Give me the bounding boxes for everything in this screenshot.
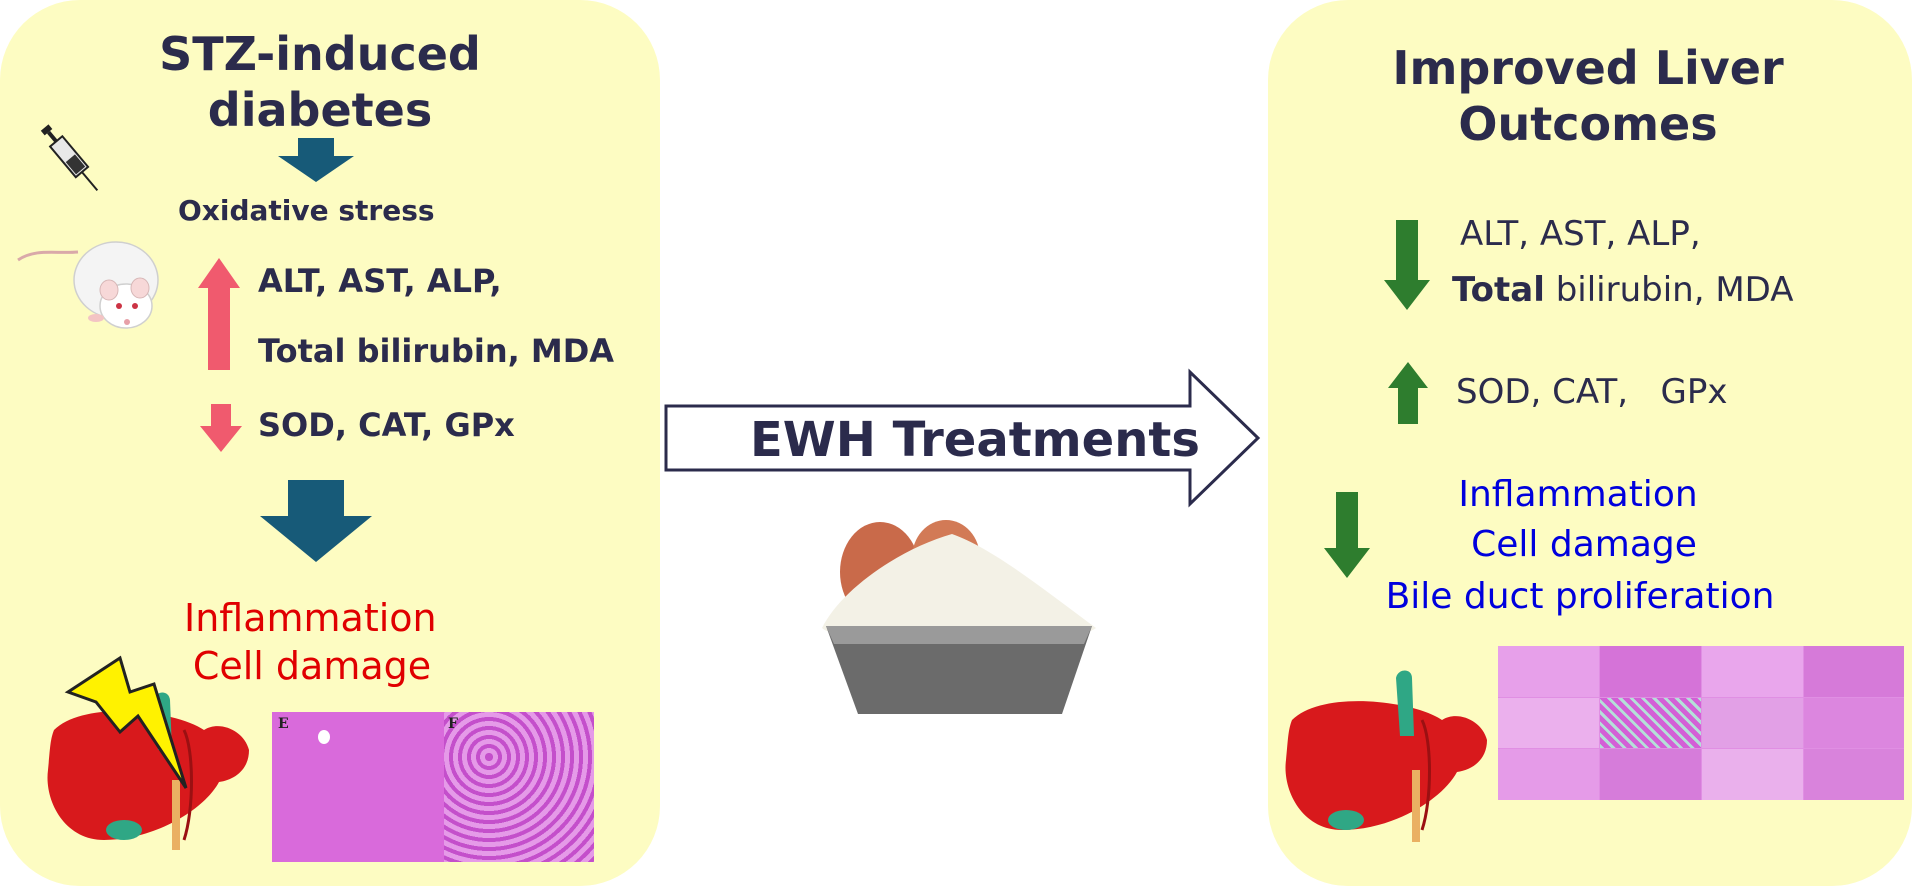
liver-icon-healthy [1285, 670, 1487, 842]
treatment-arrow [664, 368, 1261, 508]
left-title: STZ-induced diabetes [120, 26, 520, 138]
micrograph-label-e: E [278, 716, 289, 732]
right-enzymes-rest: bilirubin, MDA [1544, 270, 1794, 310]
flow-down-arrow-small [278, 138, 354, 182]
right-title-line1: Improved Liver [1392, 41, 1784, 95]
syringe-icon [40, 124, 99, 192]
right-outcome-cell-damage: Cell damage [1471, 524, 1697, 565]
right-enzymes-line2: Total bilirubin, MDA [1452, 270, 1794, 310]
left-enzymes-line2: Total bilirubin, MDA [258, 332, 615, 370]
micrograph-label-f: F [448, 716, 458, 732]
up-arrow-increase-icon [198, 258, 240, 370]
egg-powder-icon [822, 520, 1096, 714]
right-title: Improved Liver Outcomes [1368, 40, 1808, 152]
oxidative-stress-label: Oxidative stress [178, 194, 435, 227]
left-outcome-cell-damage: Cell damage [192, 644, 432, 688]
left-antioxidants: SOD, CAT, GPx [258, 406, 515, 444]
right-title-line2: Outcomes [1458, 97, 1718, 151]
right-outcome-bile-duct: Bile duct proliferation [1385, 576, 1775, 617]
histology-micrograph-f: F [444, 712, 594, 862]
down-arrow-decrease-icon-outcomes [1324, 492, 1370, 578]
liver-icon [47, 692, 249, 850]
down-arrow-decrease-icon [1384, 220, 1430, 310]
right-enzymes-total: Total [1452, 270, 1545, 310]
right-outcome-inflammation: Inflammation [1458, 474, 1698, 515]
rat-icon [17, 241, 159, 329]
treatment-label: EWH Treatments [750, 412, 1200, 468]
lightning-icon [64, 655, 188, 789]
left-enzymes-line1: ALT, AST, ALP, [258, 262, 502, 300]
histology-micrograph-grid [1498, 646, 1904, 800]
right-enzymes-line1: ALT, AST, ALP, [1460, 214, 1701, 254]
up-arrow-increase-icon [1388, 362, 1428, 424]
left-title-line1: STZ-induced [159, 27, 481, 81]
left-title-line2: diabetes [207, 83, 433, 137]
histology-micrograph-e: E [272, 712, 444, 862]
down-arrow-decrease-icon [200, 404, 242, 452]
flow-down-arrow-large [260, 480, 372, 562]
left-outcome-inflammation: Inflammation [184, 596, 437, 640]
right-antioxidants: SOD, CAT, GPx [1456, 372, 1728, 412]
